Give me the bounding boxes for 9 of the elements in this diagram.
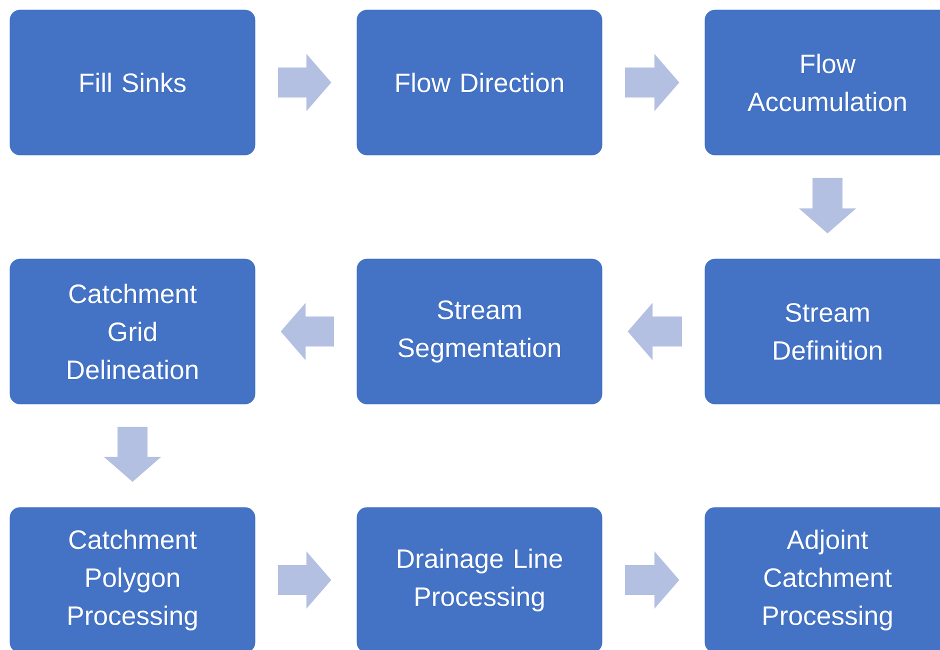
process-box: Flow Accumulation (704, 10, 940, 156)
process-box: Drainage Line Processing (356, 507, 602, 650)
process-box: Catchment Polygon Processing (10, 507, 256, 650)
process-box: Stream Definition (704, 258, 940, 404)
process-box: Flow Direction (356, 10, 602, 156)
process-box: Stream Segmentation (356, 258, 602, 404)
process-box: Catchment Grid Delineation (10, 258, 256, 404)
process-box: Adjoint Catchment Processing (704, 507, 940, 650)
process-box: Fill Sinks (10, 10, 256, 156)
